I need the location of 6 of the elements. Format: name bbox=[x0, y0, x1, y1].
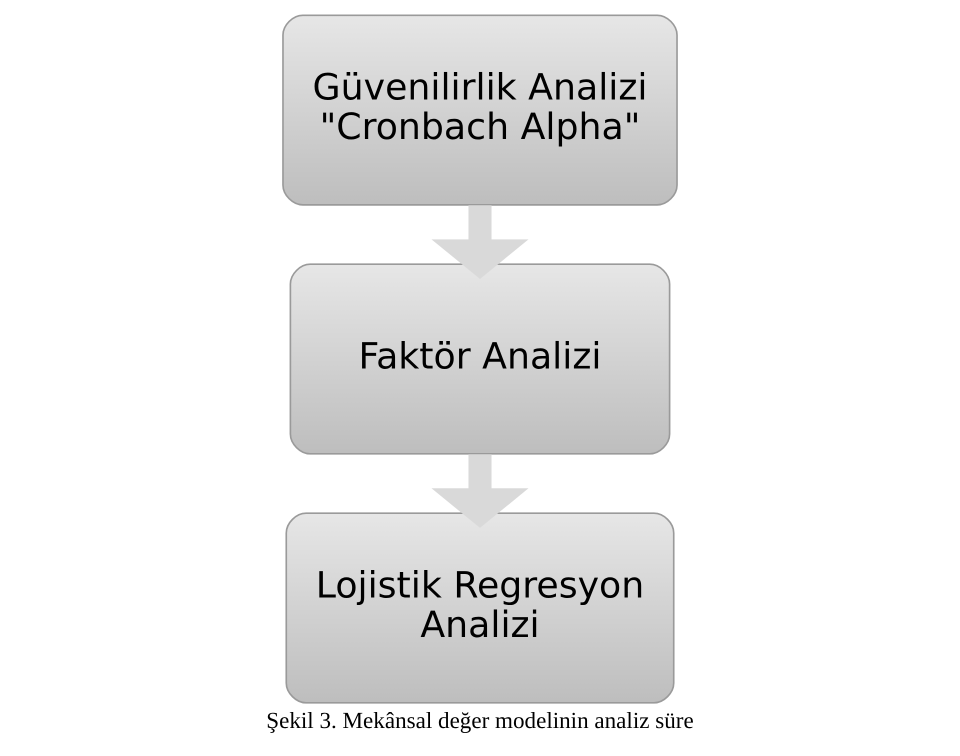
node-box: Faktör Analizi bbox=[290, 263, 670, 455]
arrow bbox=[431, 205, 529, 279]
node-box: Güvenilirlik Analizi "Cronbach Alpha" bbox=[282, 14, 678, 206]
caption: Şekil 3. Mekânsal değer modelinin analiz süre bbox=[266, 706, 694, 733]
node-box: Lojistik Regresyon Analizi bbox=[285, 512, 675, 704]
arrow bbox=[431, 454, 529, 528]
